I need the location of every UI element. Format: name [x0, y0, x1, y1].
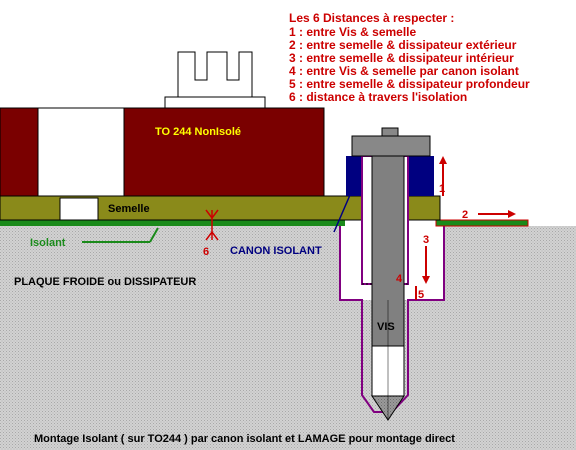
cold-plate	[0, 226, 576, 450]
marker-6-arrow	[205, 209, 219, 241]
legend-item-2: 2 : entre semelle & dissipateur extérieu…	[289, 38, 517, 52]
canon-label: CANON ISOLANT	[230, 245, 322, 257]
vis-label: VIS	[377, 321, 395, 333]
marker-2-arrow	[478, 210, 516, 218]
component-body-left	[0, 107, 39, 197]
caption: Montage Isolant ( sur TO244 ) par canon …	[34, 433, 455, 445]
marker-1-arrow	[439, 156, 447, 196]
step-outline	[435, 219, 529, 227]
marker-3-label: 3	[423, 234, 429, 246]
marker-4-label: 4	[396, 273, 403, 285]
legend-item-1: 1 : entre Vis & semelle	[289, 25, 417, 39]
terminal-tab	[177, 51, 253, 98]
component-label: TO 244 NonIsolé	[155, 126, 241, 138]
screw-head-top	[381, 127, 399, 137]
marker-1-label: 1	[439, 183, 445, 195]
legend-item-3: 3 : entre semelle & dissipateur intérieu…	[289, 51, 514, 65]
canon-leader	[333, 194, 351, 233]
legend-item-6: 6 : distance à travers l'isolation	[289, 90, 467, 104]
legend-title: Les 6 Distances à respecter :	[289, 11, 454, 25]
isolant-leader-diag	[149, 227, 159, 243]
marker-6-label: 6	[203, 246, 209, 258]
semelle-label: Semelle	[108, 203, 150, 215]
semelle-slot	[59, 197, 99, 221]
isolant-label: Isolant	[30, 237, 66, 249]
screw-head	[351, 135, 431, 157]
marker-3-arrow	[422, 246, 430, 284]
insulating-layer-right	[436, 220, 528, 226]
component-window	[37, 107, 125, 197]
terminal-bracket	[164, 96, 266, 109]
legend-item-4: 4 : entre Vis & semelle par canon isolan…	[289, 64, 519, 78]
marker-2-label: 2	[462, 209, 468, 221]
legend-item-5: 5 : entre semelle & dissipateur profonde…	[289, 77, 530, 91]
plaque-label: PLAQUE FROIDE ou DISSIPATEUR	[14, 276, 196, 288]
component-body-right	[123, 107, 325, 197]
marker-5-label: 5	[418, 289, 424, 301]
insulating-layer	[0, 220, 345, 226]
